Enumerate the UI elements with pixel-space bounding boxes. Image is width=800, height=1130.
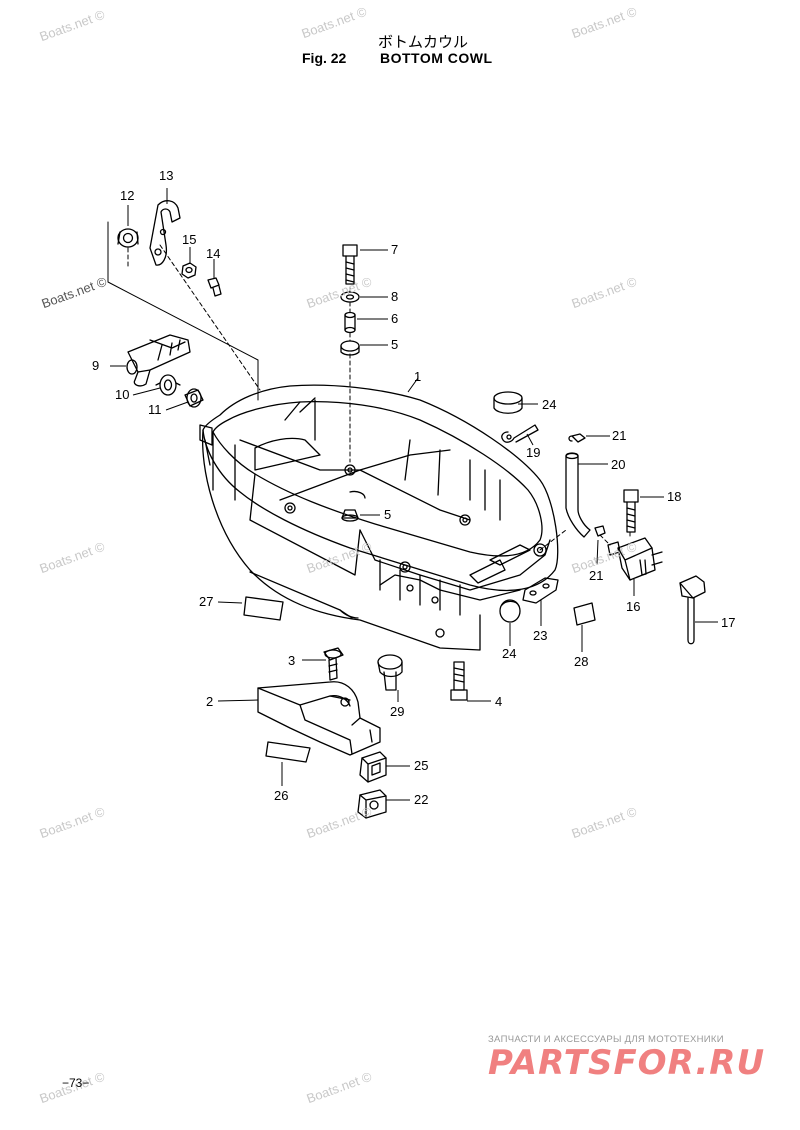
brand-block: ЗАПЧАСТИ И АКСЕССУАРЫ ДЛЯ МОТОТЕХНИКИ PA… [488,1034,765,1083]
callout-5-top: 5 [391,337,398,352]
grommet-part-5-lower [341,509,359,522]
callout-29: 29 [390,704,404,719]
brand-logo: PARTSFOR.RU [488,1043,766,1083]
bushing-part-11 [184,388,204,408]
page-number: −73− [62,1076,90,1090]
callout-17: 17 [721,615,735,630]
callout-28: 28 [574,654,588,669]
callout-26: 26 [274,788,288,803]
callout-9: 9 [92,358,99,373]
callout-5-lower: 5 [384,507,391,522]
callout-6: 6 [391,311,398,326]
lower-cover-part-2 [257,681,381,756]
collar-part-10 [155,374,181,396]
callout-16: 16 [626,599,640,614]
lever-part-17 [679,575,706,645]
bottom-cowl-part-1 [199,384,559,651]
brand-tagline: ЗАПЧАСТИ И АКСЕССУАРЫ ДЛЯ МОТОТЕХНИКИ [488,1034,724,1045]
callout-25: 25 [414,758,428,773]
callout-8: 8 [391,289,398,304]
callout-15: 15 [182,232,196,247]
collar-part-6 [344,311,356,334]
callout-4: 4 [495,694,502,709]
hose-part-20 [565,452,591,538]
callout-10: 10 [115,387,129,402]
callout-3: 3 [288,653,295,668]
label-part-27 [243,596,284,621]
callout-2: 2 [206,694,213,709]
cap-part-24-top [493,391,523,414]
callout-19: 19 [526,445,540,460]
screw-part-3 [323,647,344,681]
terminal-part-19 [501,424,539,443]
callout-12: 12 [120,188,134,203]
callout-20: 20 [611,457,625,472]
clip-part-21-top [568,433,586,443]
connector-part-16 [607,537,663,581]
label-part-26 [265,741,311,763]
plug-part-29 [377,654,403,691]
clip-part-21-lower [594,525,606,537]
screw-part-14 [207,277,222,297]
figure-number: Fig. 22 [302,50,347,66]
callout-22: 22 [414,792,428,807]
nut-part-15 [181,262,197,279]
bolt-part-4 [450,661,468,701]
washer-part-12 [117,228,139,248]
grommet-part-5-top [340,340,360,356]
grommet-part-23 [522,577,559,604]
bolt-part-18 [623,489,639,533]
clip-part-22 [357,789,387,819]
callout-24-top: 24 [542,397,556,412]
callout-14: 14 [206,246,220,261]
callout-24-lower: 24 [502,646,516,661]
bolt-part-7 [342,244,358,285]
callout-13: 13 [159,168,173,183]
callout-27: 27 [199,594,213,609]
callout-11: 11 [148,402,162,417]
figure-title: BOTTOM COWL [380,50,493,66]
callout-7: 7 [391,242,398,257]
callout-21-lower: 21 [589,568,603,583]
title-japanese: ボトムカウル [378,33,469,51]
clip-part-25 [359,751,387,783]
callout-1: 1 [414,369,421,384]
cap-part-24-lower [499,599,521,623]
label-part-28 [573,602,596,626]
callout-18: 18 [667,489,681,504]
lever-hook-part-13 [149,200,181,266]
link-part-9 [126,334,191,387]
callout-23: 23 [533,628,547,643]
callout-21-top: 21 [612,428,626,443]
